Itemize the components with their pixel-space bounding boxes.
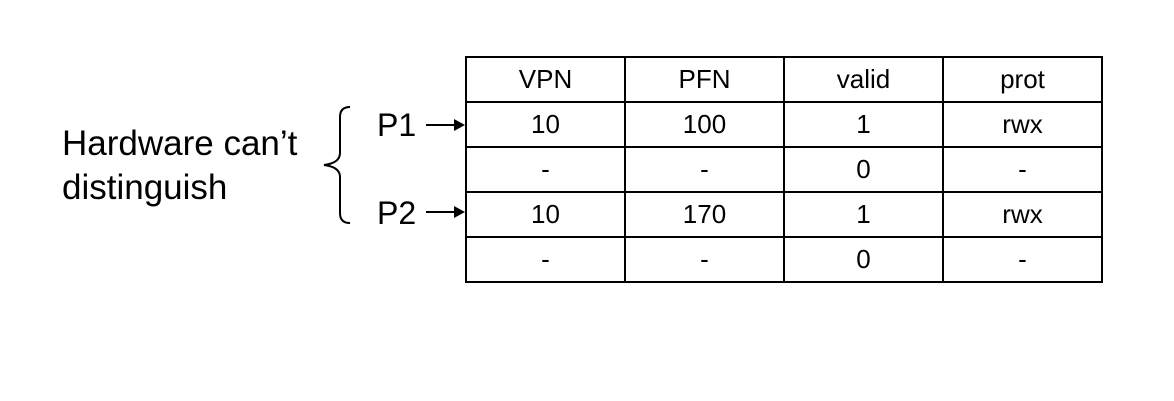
cell-prot: -	[942, 236, 1103, 283]
process-label-p2: P2	[377, 195, 417, 231]
cell-valid: 1	[783, 191, 944, 238]
column-header-vpn: VPN	[465, 56, 626, 103]
cell-valid: 0	[783, 236, 944, 283]
cell-prot: -	[942, 146, 1103, 193]
cell-valid: 0	[783, 146, 944, 193]
cell-pfn: 100	[624, 101, 785, 148]
cell-valid: 1	[783, 101, 944, 148]
note-line-2: distinguish	[62, 168, 228, 207]
cell-pfn: -	[624, 146, 785, 193]
arrow-right-icon	[426, 206, 465, 218]
table-row: 10 100 1 rwx	[465, 101, 1103, 148]
column-header-valid: valid	[783, 56, 944, 103]
cell-pfn: 170	[624, 191, 785, 238]
process-label-p1: P1	[377, 107, 417, 143]
table-header-row: VPN PFN valid prot	[465, 56, 1103, 103]
cell-vpn: -	[465, 236, 626, 283]
hardware-note: Hardware can’t distinguish	[62, 122, 332, 210]
cell-prot: rwx	[942, 191, 1103, 238]
page-table: VPN PFN valid prot 10 100 1 rwx - - 0 - …	[465, 56, 1103, 283]
cell-vpn: -	[465, 146, 626, 193]
table-row: - - 0 -	[465, 146, 1103, 193]
column-header-prot: prot	[942, 56, 1103, 103]
cell-vpn: 10	[465, 191, 626, 238]
cell-pfn: -	[624, 236, 785, 283]
column-header-pfn: PFN	[624, 56, 785, 103]
table-row: - - 0 -	[465, 236, 1103, 283]
arrow-right-icon	[426, 119, 465, 131]
cell-vpn: 10	[465, 101, 626, 148]
table-row: 10 170 1 rwx	[465, 191, 1103, 238]
cell-prot: rwx	[942, 101, 1103, 148]
curly-brace-icon	[323, 106, 351, 224]
note-line-1: Hardware can’t	[62, 124, 298, 163]
